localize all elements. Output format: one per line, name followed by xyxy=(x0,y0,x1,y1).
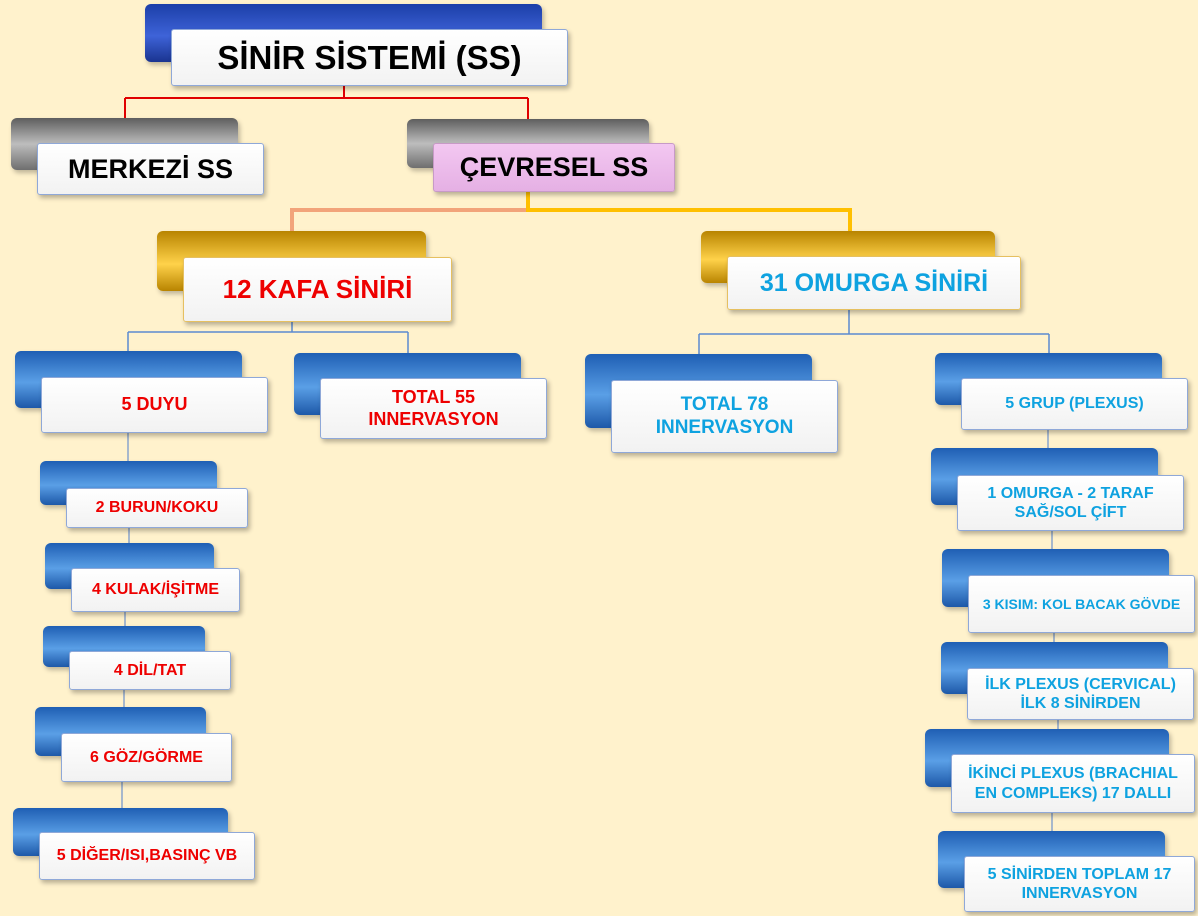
cevresel-label: ÇEVRESEL SS xyxy=(433,143,675,192)
root-label: SİNİR SİSTEMİ (SS) xyxy=(171,29,568,86)
duyu-item-5-label: 5 DİĞER/ISI,BASINÇ VB xyxy=(39,832,255,880)
duyu-item-1-label: 2 BURUN/KOKU xyxy=(66,488,248,528)
total78-label: TOTAL 78 INNERVASYON xyxy=(611,380,838,453)
plexus-item-2-label: 3 KISIM: KOL BACAK GÖVDE xyxy=(968,575,1195,633)
merkezi-label: MERKEZİ SS xyxy=(37,143,264,195)
duyu-item-3-label: 4 DİL/TAT xyxy=(69,651,231,690)
duyu-item-4-label: 6 GÖZ/GÖRME xyxy=(61,733,232,782)
omurga-label: 31 OMURGA SİNİRİ xyxy=(727,256,1021,310)
kafa-label: 12 KAFA SİNİRİ xyxy=(183,257,452,322)
connector-kafa-children xyxy=(127,322,409,378)
plexus-item-5-label: 5 SİNİRDEN TOPLAM 17 INNERVASYON xyxy=(964,856,1195,912)
total55-label: TOTAL 55 INNERVASYON xyxy=(320,378,547,439)
duyu-item-2-label: 4 KULAK/İŞİTME xyxy=(71,568,240,612)
connector-omurga-children xyxy=(698,310,1050,380)
plexus-item-1-label: 1 OMURGA - 2 TARAF SAĞ/SOL ÇİFT xyxy=(957,475,1184,531)
duyu-label: 5 DUYU xyxy=(41,377,268,433)
plexus-item-4-label: İKİNCİ PLEXUS (BRACHIAL EN COMPLEKS) 17 … xyxy=(951,754,1195,813)
plexus-item-3-label: İLK PLEXUS (CERVICAL) İLK 8 SİNİRDEN xyxy=(967,668,1194,720)
grup-label: 5 GRUP (PLEXUS) xyxy=(961,378,1188,430)
connector-root xyxy=(124,86,529,146)
